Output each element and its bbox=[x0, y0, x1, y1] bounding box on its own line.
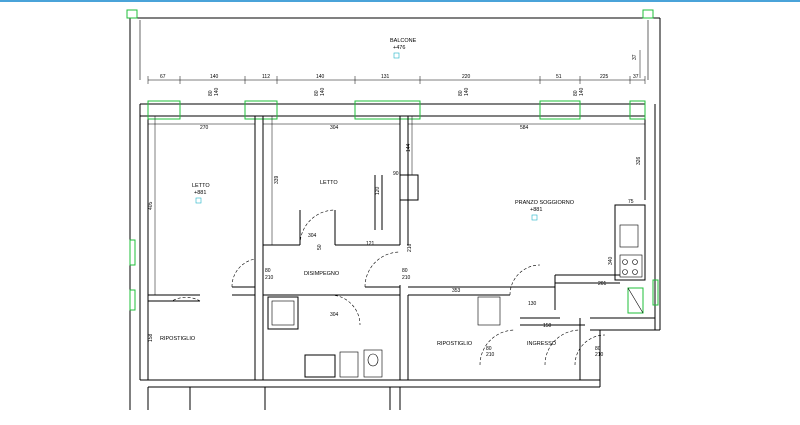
bottom-foundation bbox=[147, 387, 401, 410]
svg-text:304: 304 bbox=[330, 125, 339, 131]
svg-text:140: 140 bbox=[579, 87, 585, 96]
dim-37: 37 bbox=[633, 74, 639, 80]
svg-text:140: 140 bbox=[320, 87, 326, 96]
svg-text:158: 158 bbox=[148, 333, 154, 342]
svg-text:130: 130 bbox=[528, 301, 537, 307]
room-letto-1: LETTO bbox=[192, 183, 210, 189]
svg-text:80: 80 bbox=[265, 268, 271, 274]
level-letto-1: +881 bbox=[194, 190, 206, 196]
room-disimpegno: DISIMPEGNO bbox=[304, 271, 340, 277]
svg-text:304: 304 bbox=[330, 312, 339, 318]
room-ripostiglio-1: RIPOSTIGLIO bbox=[160, 336, 196, 342]
dim-225: 225 bbox=[600, 74, 609, 80]
viewer-top-border bbox=[0, 0, 800, 2]
room-balcone: BALCONE bbox=[390, 38, 417, 44]
room-ripostiglio-2: RIPOSTIGLIO bbox=[437, 341, 473, 347]
svg-text:340: 340 bbox=[608, 256, 614, 265]
svg-text:80: 80 bbox=[573, 90, 579, 96]
svg-text:75: 75 bbox=[628, 199, 634, 205]
exterior-walls bbox=[129, 17, 661, 410]
window-dimensions: 80 140 80 140 80 140 80 140 bbox=[208, 87, 585, 96]
level-marker-balcone bbox=[393, 52, 400, 59]
svg-text:144: 144 bbox=[406, 143, 412, 152]
dim-112: 112 bbox=[262, 74, 270, 80]
svg-text:80: 80 bbox=[208, 90, 214, 96]
dim-140b: 140 bbox=[316, 74, 325, 80]
svg-text:353: 353 bbox=[452, 288, 461, 294]
dim-131: 131 bbox=[381, 74, 390, 80]
room-labels: BALCONE +476 LETTO +881 LETTO PRANZO SOG… bbox=[160, 38, 575, 347]
dim-67: 67 bbox=[160, 74, 166, 80]
svg-text:80: 80 bbox=[402, 268, 408, 274]
bathroom-fixtures bbox=[267, 296, 501, 378]
svg-text:405: 405 bbox=[148, 201, 154, 210]
svg-text:216: 216 bbox=[407, 243, 413, 252]
svg-text:121: 121 bbox=[366, 241, 375, 247]
balcony-windows bbox=[126, 9, 659, 314]
svg-text:584: 584 bbox=[520, 125, 529, 131]
interior-dimensions: 270 304 584 405 339 144 216 326 340 90 1… bbox=[148, 116, 645, 358]
svg-text:80: 80 bbox=[458, 90, 464, 96]
svg-text:140: 140 bbox=[464, 87, 470, 96]
dim-right-37: 37 bbox=[632, 54, 638, 60]
svg-text:210: 210 bbox=[595, 352, 604, 358]
room-letto-2: LETTO bbox=[320, 180, 338, 186]
room-ingresso: INGRESSO bbox=[527, 341, 557, 347]
dim-140a: 140 bbox=[210, 74, 219, 80]
svg-text:210: 210 bbox=[486, 352, 495, 358]
top-dimension-chain: 67 140 112 140 131 220 51 225 37 37 bbox=[147, 50, 646, 84]
svg-text:80: 80 bbox=[595, 346, 601, 352]
level-marker-letto bbox=[195, 197, 202, 204]
svg-text:50: 50 bbox=[317, 244, 323, 250]
svg-text:80: 80 bbox=[486, 346, 492, 352]
dim-51: 51 bbox=[556, 74, 562, 80]
svg-text:304: 304 bbox=[308, 233, 317, 239]
svg-text:210: 210 bbox=[402, 275, 411, 281]
level-balcone: +476 bbox=[393, 45, 405, 51]
svg-text:90: 90 bbox=[393, 171, 399, 177]
room-pranzo-soggiorno: PRANZO SOGGIORNO bbox=[515, 200, 575, 206]
svg-text:339: 339 bbox=[274, 175, 280, 184]
svg-text:150: 150 bbox=[543, 323, 552, 329]
svg-text:201: 201 bbox=[598, 281, 607, 287]
svg-text:140: 140 bbox=[214, 87, 220, 96]
svg-text:210: 210 bbox=[265, 275, 274, 281]
svg-text:326: 326 bbox=[636, 156, 642, 165]
kitchen-fixtures bbox=[614, 204, 646, 314]
svg-text:120: 120 bbox=[375, 186, 381, 195]
svg-text:270: 270 bbox=[200, 125, 209, 131]
level-marker-pranzo bbox=[531, 214, 538, 221]
door-swings bbox=[171, 209, 606, 366]
level-pranzo: +881 bbox=[530, 207, 542, 213]
svg-text:80: 80 bbox=[314, 90, 320, 96]
dim-220: 220 bbox=[462, 74, 471, 80]
